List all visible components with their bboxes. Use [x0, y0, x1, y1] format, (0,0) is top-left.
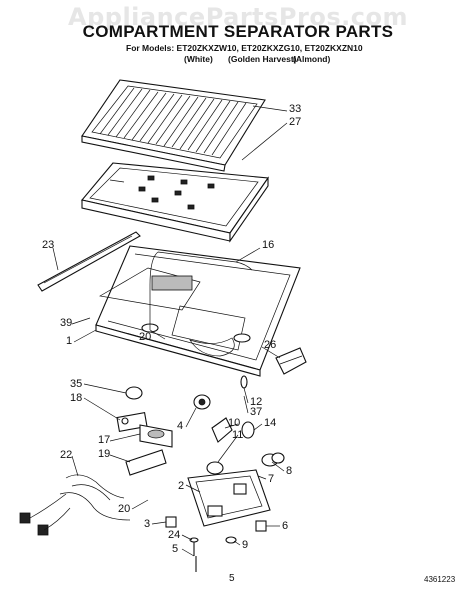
callout-23: 23 — [42, 239, 55, 251]
callout-4: 4 — [177, 420, 184, 432]
callout-5: 5 — [172, 543, 179, 555]
callout-20-lower: 20 — [118, 503, 131, 515]
separator-panel-part-1 — [95, 245, 301, 377]
page-title: COMPARTMENT SEPARATOR PARTS — [82, 22, 394, 41]
wire-harness-part-22 — [19, 474, 131, 536]
color-label-white: (White) — [184, 54, 213, 64]
models-line: For Models: ET20ZKXZW10, ET20ZKXZG10, ET… — [126, 43, 363, 53]
grille-part-33 — [81, 79, 266, 172]
callout-26: 26 — [264, 339, 277, 351]
callout-37: 37 — [250, 406, 263, 418]
small-parts-right — [193, 375, 285, 475]
callout-9: 9 — [242, 539, 249, 551]
callout-7: 7 — [268, 473, 275, 485]
callout-14: 14 — [264, 417, 277, 429]
tray-part-27 — [80, 162, 269, 243]
callout-17: 17 — [98, 434, 111, 446]
page-number: 5 — [229, 573, 235, 584]
hardware-parts — [165, 516, 267, 572]
callout-3: 3 — [144, 518, 151, 530]
callout-leaders — [52, 105, 288, 557]
callout-1: 1 — [66, 335, 73, 347]
foam-part-26 — [275, 347, 307, 375]
control-housing-part-17 — [116, 386, 173, 476]
bracket-part-2 — [187, 469, 271, 527]
callout-11: 11 — [232, 429, 244, 441]
strip-part-23 — [37, 231, 141, 292]
callout-27: 27 — [289, 116, 302, 128]
callout-6: 6 — [282, 520, 289, 532]
callout-22: 22 — [60, 449, 73, 461]
callout-33: 33 — [289, 103, 302, 115]
color-label-almond: (Almond) — [293, 54, 331, 64]
callout-20-upper: 20 — [139, 331, 152, 343]
callout-12: 12 — [250, 396, 263, 408]
watermark: AppliancePartsPros.com — [68, 3, 408, 31]
callout-10: 10 — [228, 417, 241, 429]
callout-8: 8 — [286, 465, 293, 477]
callout-19: 19 — [98, 448, 111, 460]
callout-2: 2 — [178, 480, 185, 492]
callout-39: 39 — [60, 317, 73, 329]
document-number: 4361223 — [424, 575, 456, 584]
callout-16: 16 — [262, 239, 275, 251]
callout-18: 18 — [70, 392, 83, 404]
color-label-golden-harvest: (Golden Harvest) — [228, 54, 297, 64]
callout-35: 35 — [70, 378, 83, 390]
callout-24: 24 — [168, 529, 181, 541]
